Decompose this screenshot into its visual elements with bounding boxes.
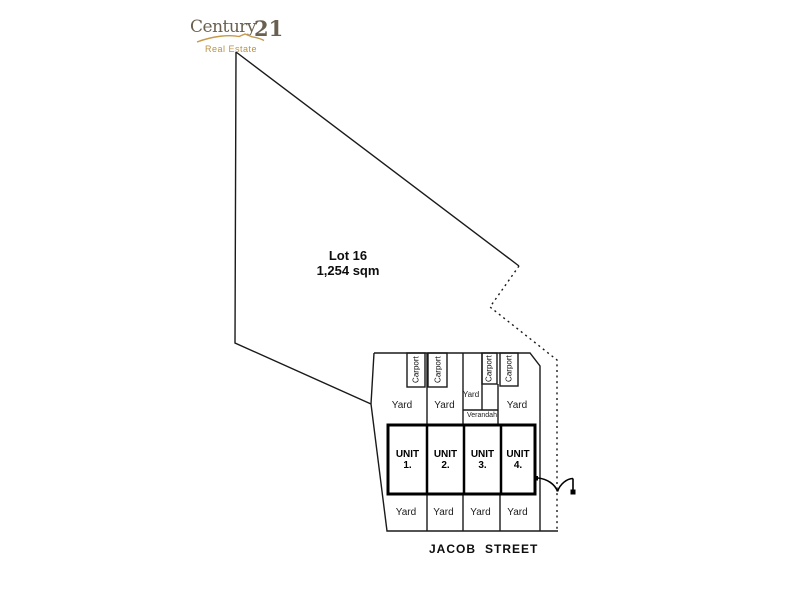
yard-label-strip: Yard	[462, 390, 480, 399]
unit-dividers	[425, 425, 503, 494]
unit-number: 4.	[513, 460, 523, 471]
logo-number: 21	[254, 16, 284, 41]
unit-name: UNIT	[395, 449, 420, 460]
unit-name: UNIT	[470, 449, 495, 460]
yard-label-top-4: Yard	[506, 400, 528, 411]
yard-label-bottom-2: Yard	[433, 507, 454, 518]
century21-logo: Century21 Real Estate	[190, 12, 283, 54]
carport-label-3: Carport	[484, 355, 494, 382]
carport-label-4: Carport	[504, 355, 514, 382]
yard-label-bottom-3: Yard	[470, 507, 491, 518]
unit-label-1: UNIT 1.	[388, 449, 427, 471]
unit-number: 1.	[403, 460, 412, 471]
yard-label-bottom-1: Yard	[395, 507, 417, 518]
carport-label-1: Carport	[411, 356, 421, 383]
unit-label-2: UNIT 2.	[427, 449, 464, 471]
verandah-label: Verandah	[467, 412, 497, 419]
complex-outline	[370, 352, 558, 532]
logo-swoosh-icon	[196, 33, 265, 43]
lot-area: 1,254 sqm	[316, 263, 380, 278]
street-word-2: STREET	[485, 542, 539, 556]
unit-label-4: UNIT 4.	[501, 449, 535, 471]
unit-label-3: UNIT 3.	[464, 449, 501, 471]
unit-name: UNIT	[506, 449, 530, 460]
yard-label-top-2: Yard	[434, 400, 455, 411]
unit-name: UNIT	[433, 449, 458, 460]
carport-4-box	[499, 352, 519, 387]
lot-boundary-solid	[234, 51, 520, 405]
street-word-1: JACOB	[429, 542, 477, 556]
logo-name: Century	[190, 17, 257, 37]
gate-swing-icon	[533, 476, 576, 495]
yard-label-bottom-4: Yard	[507, 507, 528, 518]
units-building-box	[386, 423, 537, 496]
unit-number: 2.	[441, 460, 450, 471]
lot-label: Lot 16 1,254 sqm	[298, 248, 398, 278]
century21-wordmark: Century21	[190, 12, 283, 41]
unit-number: 3.	[478, 460, 487, 471]
carport-label-2: Carport	[433, 356, 443, 383]
bottom-yard-dividers	[426, 494, 501, 531]
lot-title: Lot 16	[328, 248, 368, 263]
yard-label-top-1: Yard	[391, 400, 413, 411]
carport-1-box	[406, 352, 426, 388]
logo-tagline: Real Estate	[204, 44, 258, 54]
carport-3-box	[481, 352, 498, 385]
carport-2-box	[427, 352, 448, 388]
